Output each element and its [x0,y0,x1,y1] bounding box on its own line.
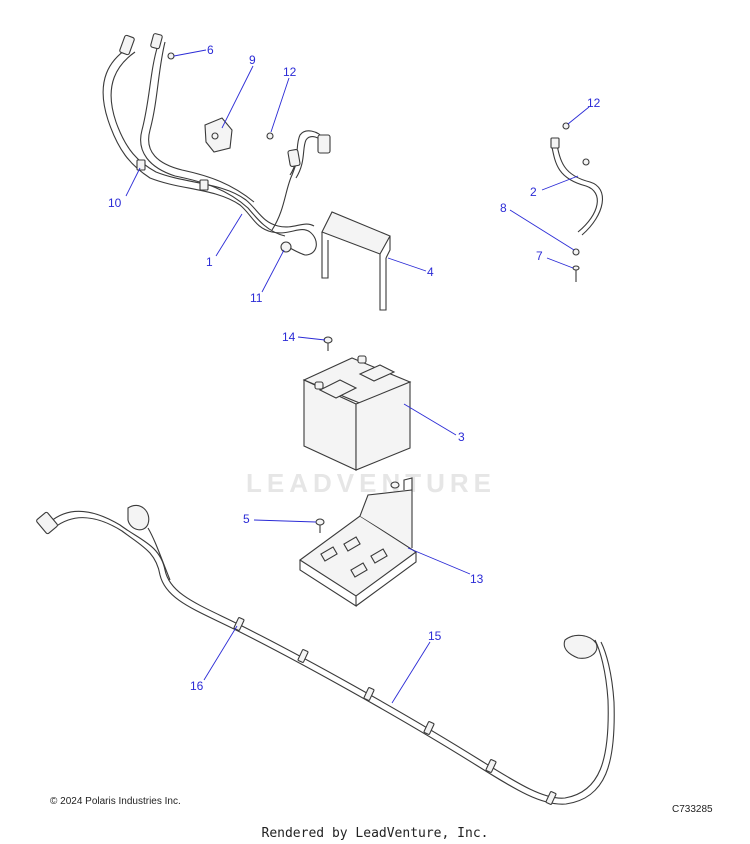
part-2-cable[interactable] [550,137,604,236]
part-5-bolt[interactable] [315,518,325,533]
callouts: 6 9 12 10 1 11 4 12 2 8 7 14 3 5 13 15 1… [108,43,601,693]
part-1-harness[interactable] [102,33,331,256]
part-6-nut[interactable] [167,52,175,60]
callout-12-right: 12 [587,96,601,110]
part-3-battery[interactable] [302,355,412,471]
callout-13: 13 [470,572,484,586]
callout-9: 9 [249,53,256,67]
callout-3: 3 [458,430,465,444]
part-13-battery-tray[interactable] [299,477,417,608]
callout-5: 5 [243,512,250,526]
callout-10: 10 [108,196,122,210]
part-9-bracket[interactable] [204,117,233,153]
callout-2: 2 [530,185,537,199]
callout-6: 6 [207,43,214,57]
callout-11: 11 [250,291,263,305]
part-12-nut-right[interactable] [562,122,570,130]
callout-4: 4 [427,265,434,279]
part-15-16-cable-assembly[interactable] [36,504,615,805]
part-8-terminal[interactable] [572,248,580,256]
callout-12-left: 12 [283,65,297,79]
part-12-nut-left[interactable] [266,132,274,140]
callout-8: 8 [500,201,507,215]
callout-1: 1 [206,255,213,269]
rendered-by-text: Rendered by LeadVenture, Inc. [261,826,489,841]
diagram-code: C733285 [672,804,713,815]
callout-15: 15 [428,629,442,643]
part-7-bolt[interactable] [572,265,580,282]
part-14-screw[interactable] [323,336,333,351]
part-4-hold-down-bracket[interactable] [321,211,391,311]
callout-14: 14 [282,330,296,344]
leader-lines [125,49,590,704]
watermark-text: LEADVENTURE [246,468,496,498]
callout-16: 16 [190,679,204,693]
copyright-text: © 2024 Polaris Industries Inc. [50,796,181,807]
callout-7: 7 [536,249,543,263]
